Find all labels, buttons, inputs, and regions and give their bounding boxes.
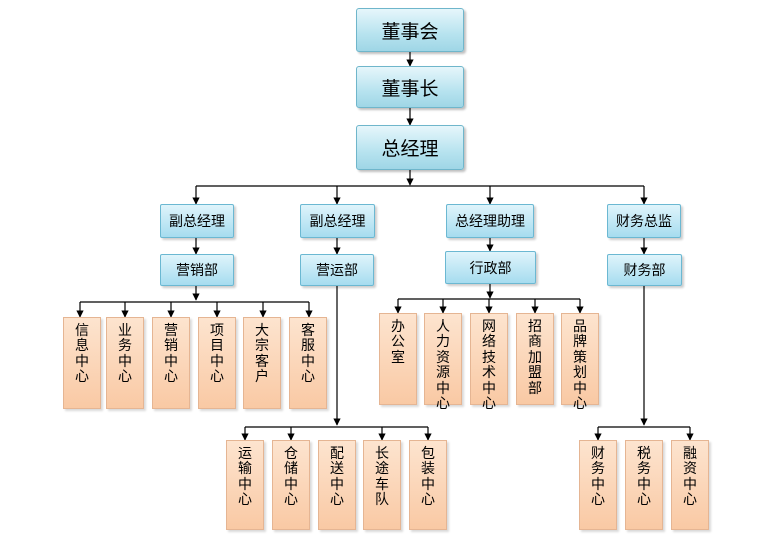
leaf-label: 财务中心 [590,446,605,509]
leaf-admin-center: 人力资源中心 [424,313,462,412]
node-chairman-label: 董事长 [381,77,439,100]
leaf-sales-center: 营销中心 [152,317,190,409]
leaf-admin-center: 招商加盟部 [516,313,554,405]
leaf-label: 营销中心 [163,323,178,386]
leaf-ops-center: 包装中心 [409,440,447,530]
node-sales-dept: 营销部 [160,254,234,286]
leaf-label: 办公室 [390,319,405,366]
node-finance-dept: 财务部 [607,254,682,286]
leaf-admin-center: 品牌策划中心 [561,313,599,412]
leaf-label: 税务中心 [636,446,651,509]
node-finance-dept-label: 财务部 [623,263,666,279]
node-vp-1: 副总经理 [160,204,234,238]
leaf-finance-center: 融资中心 [671,440,709,530]
leaf-admin-center: 办公室 [379,313,417,405]
node-board: 董事会 [356,8,464,52]
node-admin-dept: 行政部 [445,251,536,284]
leaf-ops-center: 长途车队 [363,440,401,530]
leaf-label: 客服中心 [300,323,315,386]
node-ops-dept-label: 营运部 [316,263,358,279]
node-cfo-label: 财务总监 [616,214,672,230]
leaf-sales-center: 项目中心 [198,317,236,409]
leaf-label: 运输中心 [237,446,252,509]
leaf-ops-center: 配送中心 [318,440,356,530]
node-vp-2: 副总经理 [300,204,375,238]
leaf-label: 业务中心 [117,323,132,386]
leaf-label: 大宗客户 [254,323,269,386]
leaf-label: 网络技术中心 [481,319,496,413]
leaf-sales-center: 客服中心 [289,317,327,409]
leaf-finance-center: 税务中心 [625,440,663,530]
leaf-label: 招商加盟部 [527,319,542,397]
node-ops-dept: 营运部 [300,254,374,286]
leaf-label: 仓储中心 [283,446,298,509]
leaf-label: 人力资源中心 [435,319,450,413]
leaf-label: 品牌策划中心 [572,319,587,413]
node-gm-assistant-label: 总经理助理 [455,214,525,230]
leaf-sales-center: 大宗客户 [243,317,281,409]
leaf-sales-center: 业务中心 [106,317,144,409]
leaf-ops-center: 仓储中心 [272,440,310,530]
leaf-ops-center: 运输中心 [226,440,264,530]
node-general-manager-label: 总经理 [381,138,439,160]
node-sales-dept-label: 营销部 [176,263,218,279]
leaf-label: 长途车队 [374,446,389,509]
leaf-label: 包装中心 [420,446,435,509]
leaf-admin-center: 网络技术中心 [470,313,508,412]
node-admin-dept-label: 行政部 [469,260,512,277]
leaf-finance-center: 财务中心 [579,440,617,530]
node-board-label: 董事会 [381,20,439,43]
node-vp-1-label: 副总经理 [169,214,225,230]
leaf-label: 融资中心 [682,446,697,509]
node-gm-assistant: 总经理助理 [446,204,534,238]
leaf-sales-center: 信息中心 [63,317,101,409]
node-chairman: 董事长 [356,66,464,108]
node-general-manager: 总经理 [356,125,464,170]
leaf-label: 信息中心 [74,323,89,386]
leaf-label: 配送中心 [329,446,344,509]
leaf-label: 项目中心 [209,323,224,386]
node-cfo: 财务总监 [607,204,681,238]
node-vp-2-label: 副总经理 [309,214,366,230]
